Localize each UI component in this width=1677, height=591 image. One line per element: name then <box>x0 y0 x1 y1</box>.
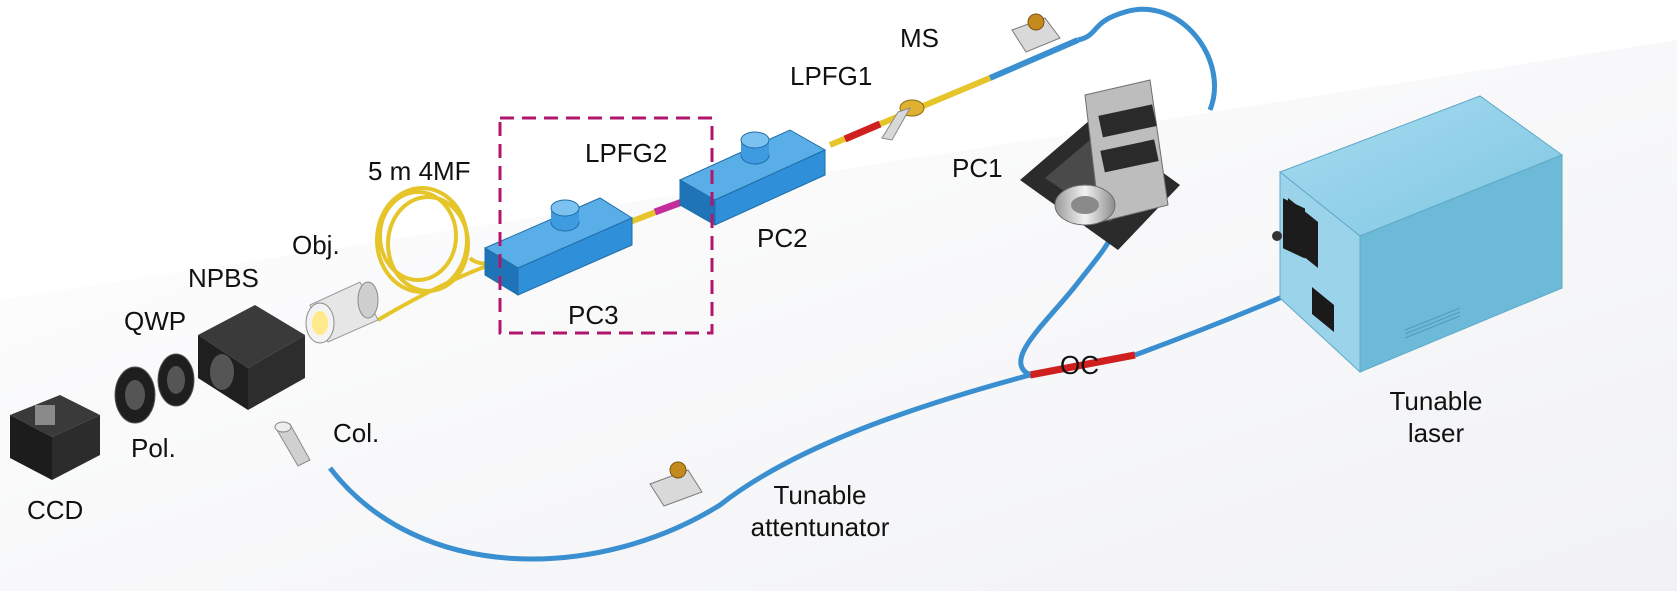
label-oc: OC <box>1060 350 1099 380</box>
label-ccd: CCD <box>27 495 84 525</box>
label-qwp: QWP <box>124 306 187 336</box>
pc3-dashed-box <box>498 116 714 335</box>
label-attenuator-line1: Tunable <box>773 480 867 510</box>
fiber-pc1-loop <box>1077 6 1217 111</box>
pc1-controller <box>1020 79 1180 250</box>
label-col: Col. <box>333 418 380 448</box>
oc-coupler <box>1029 351 1136 379</box>
laser-display <box>1288 198 1318 268</box>
label-pc2: PC2 <box>757 223 808 253</box>
tunable-laser-device <box>1272 95 1564 374</box>
label-pol: Pol. <box>131 433 176 463</box>
pol-mount <box>114 366 156 424</box>
laser-vent <box>1404 307 1461 339</box>
fiber-oc-to-pc1 <box>1018 231 1115 378</box>
label-pc1: PC1 <box>952 153 1003 183</box>
tunable-attenuator-device <box>649 461 703 507</box>
laser-knob <box>1312 287 1334 332</box>
label-npbs: NPBS <box>188 263 259 293</box>
label-ms: MS <box>900 23 939 53</box>
npbs-cube <box>198 305 305 410</box>
lpfg1-grating <box>843 120 882 143</box>
label-obj: Obj. <box>292 230 340 260</box>
ms-connector <box>1011 13 1061 53</box>
fiber-oc-to-collimator <box>328 372 1031 562</box>
qwp-mount <box>157 353 195 407</box>
label-lpfg2: LPFG2 <box>585 138 668 168</box>
pc2-controller <box>678 129 827 226</box>
label-pc3: PC3 <box>568 300 619 330</box>
objective-lens <box>305 281 379 344</box>
fiber-connector-to-ms <box>988 37 1080 81</box>
collimator <box>274 421 311 467</box>
label-tunable-laser-line2: laser <box>1407 418 1465 448</box>
pc3-controller <box>483 197 634 296</box>
laser-output-port <box>1272 231 1282 241</box>
ccd-camera <box>10 395 100 480</box>
label-tunable-laser-line1: Tunable <box>1389 386 1483 416</box>
mode-stripper <box>881 99 925 141</box>
label-5m-4mf: 5 m 4MF <box>368 156 471 186</box>
floor-background <box>0 40 1677 591</box>
label-attenuator-line2: attentunator <box>750 512 890 542</box>
label-lpfg1: LPFG1 <box>790 61 873 91</box>
